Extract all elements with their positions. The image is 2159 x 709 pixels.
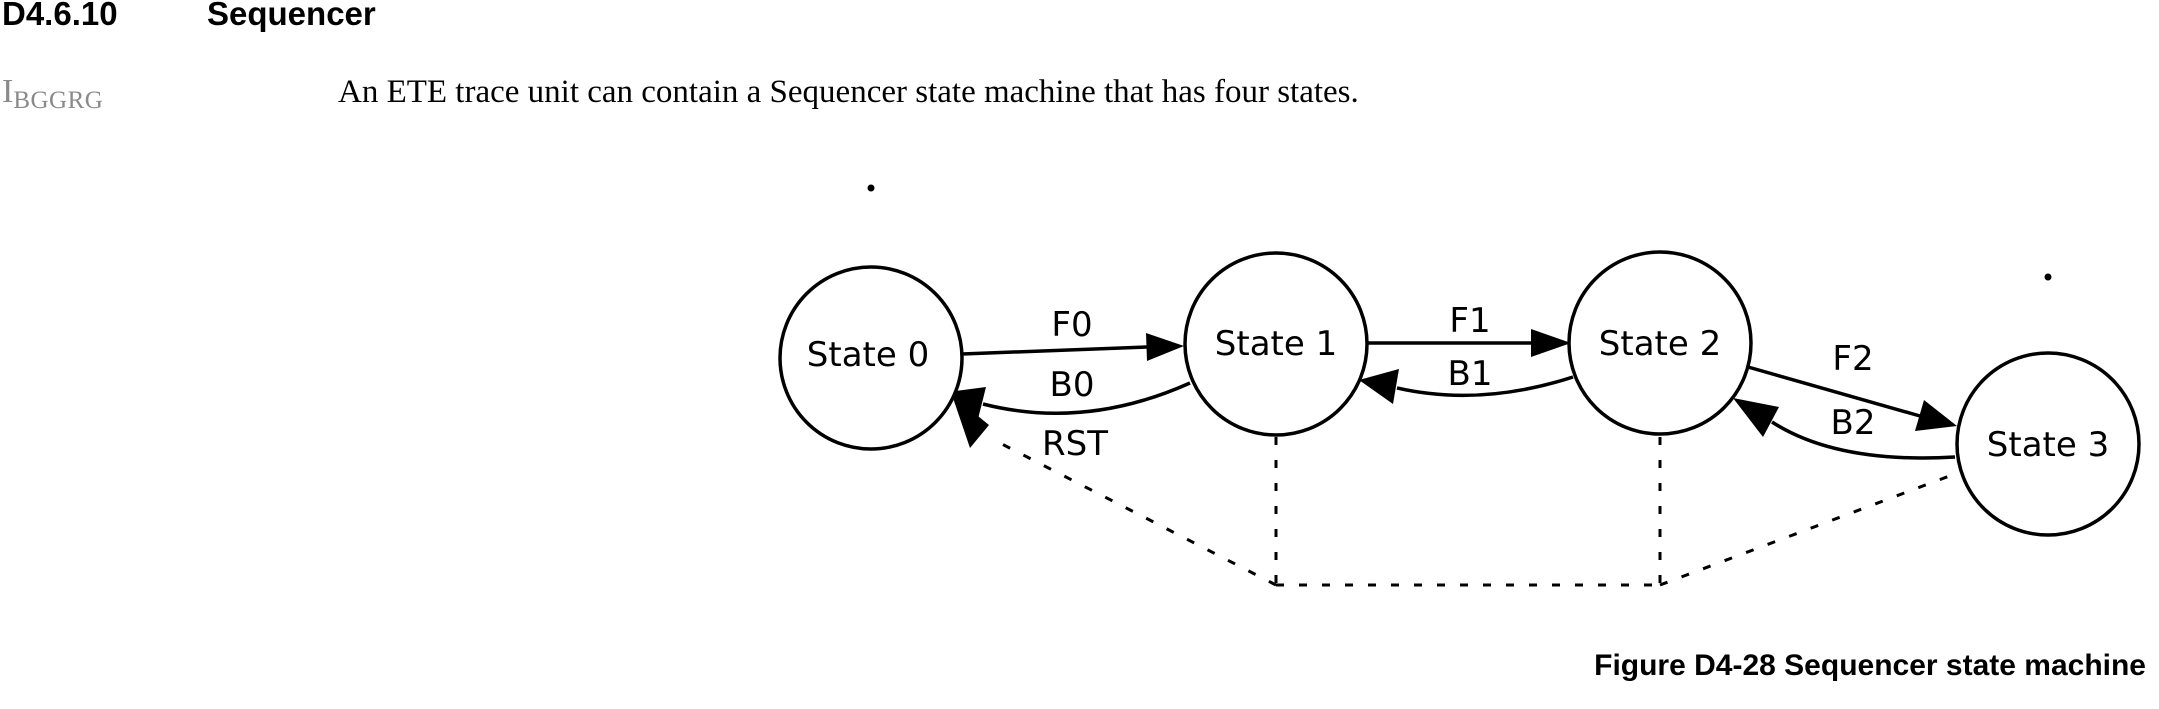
reset-arrowhead <box>952 395 989 448</box>
section-number: D4.6.10 <box>2 0 118 32</box>
state-3-label: State 3 <box>1987 425 2109 465</box>
state-nodes <box>778 250 2141 537</box>
state-0-label: State 0 <box>807 335 929 375</box>
state-0-node <box>778 265 964 451</box>
rule-identifier-code: BGGRG <box>13 87 104 114</box>
transition-label-f2: F2 <box>1832 339 1873 379</box>
reset-network <box>997 437 1961 587</box>
state-1-node <box>1183 251 1369 437</box>
stray-dot <box>867 184 875 192</box>
state-2-node <box>1567 250 1753 436</box>
transition-label-b1: B1 <box>1448 354 1493 394</box>
section-title: Sequencer <box>207 0 376 32</box>
arrowhead-b2 <box>1733 398 1779 437</box>
rule-statement: An ETE trace unit can contain a Sequence… <box>338 74 1359 110</box>
edge-b2 <box>1771 420 1956 460</box>
state-2-label: State 2 <box>1599 324 1721 364</box>
reset-line-to-state0 <box>997 440 1277 587</box>
transition-label-b2: B2 <box>1831 403 1876 443</box>
edge-f0 <box>961 345 1148 356</box>
stray-dot <box>2044 273 2052 281</box>
transition-label-b0: B0 <box>1050 365 1095 405</box>
transition-edges <box>961 341 1956 460</box>
transition-label-f0: F0 <box>1051 305 1092 345</box>
edge-b0 <box>982 381 1191 415</box>
arrowhead-b1 <box>1359 369 1399 404</box>
figure-caption: Figure D4-28 Sequencer state machine <box>1594 649 2146 682</box>
transition-label-rst: RST <box>1042 424 1108 464</box>
edge-f2 <box>1747 365 1921 418</box>
edge-b1 <box>1396 375 1574 398</box>
transition-label-f1: F1 <box>1449 301 1490 341</box>
state-3-node <box>1955 351 2141 537</box>
arrowhead-f2 <box>1915 400 1957 431</box>
transition-arrowheads <box>948 329 1957 437</box>
state-1-label: State 1 <box>1215 324 1337 364</box>
reset-line-state3 <box>1659 470 1961 587</box>
arrowhead-f0 <box>1146 333 1184 361</box>
arrowhead-b0 <box>948 387 986 419</box>
rule-identifier: IBGGRG <box>2 72 103 115</box>
arrowhead-f1 <box>1531 329 1571 357</box>
rule-identifier-initial: I <box>2 73 14 110</box>
